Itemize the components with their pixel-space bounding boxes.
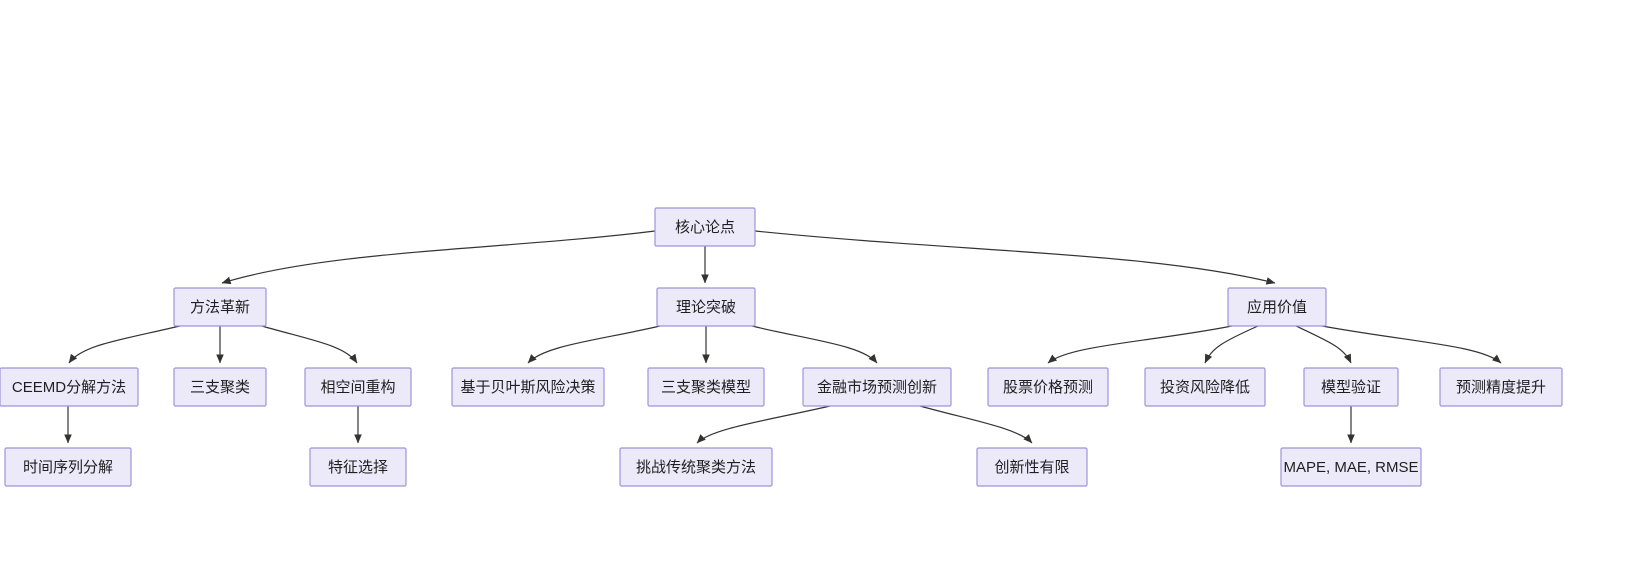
node-l3b1[interactable]: 基于贝叶斯风险决策 bbox=[451, 367, 605, 407]
edge-l2b-to-l3b3 bbox=[751, 325, 878, 364]
node-l3b3[interactable]: 金融市场预测创新 bbox=[802, 367, 952, 407]
node-l3b2[interactable]: 三支聚类模型 bbox=[647, 367, 765, 407]
node-l3a2[interactable]: 三支聚类 bbox=[173, 367, 267, 407]
edge-l2c-to-l3c3 bbox=[1295, 325, 1352, 364]
node-box-l4b3[interactable] bbox=[619, 447, 773, 487]
node-l4a3[interactable]: 特征选择 bbox=[309, 447, 407, 487]
node-l4c3[interactable]: MAPE, MAE, RMSE bbox=[1280, 447, 1422, 487]
node-l3a1[interactable]: CEEMD分解方法 bbox=[0, 367, 139, 407]
node-box-l3a3[interactable] bbox=[304, 367, 412, 407]
node-l4b3[interactable]: 挑战传统聚类方法 bbox=[619, 447, 773, 487]
nodes-layer: 核心论点方法革新 理论突破 应用价值 CEEMD分解方法三支聚类相空间重构基于贝叶斯风… bbox=[0, 207, 1563, 487]
edge-l2a-to-l3a3 bbox=[261, 325, 358, 364]
edge-l2b-to-l3b1 bbox=[527, 325, 661, 364]
edges-layer bbox=[64, 230, 1502, 444]
node-box-l4a3[interactable] bbox=[309, 447, 407, 487]
node-box-root[interactable] bbox=[654, 207, 756, 247]
node-box-l3b3[interactable] bbox=[802, 367, 952, 407]
node-box-l4b4[interactable] bbox=[976, 447, 1088, 487]
node-box-l3c2[interactable] bbox=[1144, 367, 1266, 407]
edge-l3b3-to-l4b3 bbox=[696, 405, 831, 444]
node-box-l2a[interactable] bbox=[173, 287, 267, 327]
node-l2a[interactable]: 方法革新 bbox=[173, 287, 267, 327]
node-box-l4a1[interactable] bbox=[4, 447, 132, 487]
node-l2c[interactable]: 应用价值 bbox=[1227, 287, 1327, 327]
edge-root-to-l2a bbox=[221, 230, 656, 285]
edge-l2a-to-l3a1 bbox=[68, 325, 181, 364]
node-l3c1[interactable]: 股票价格预测 bbox=[987, 367, 1109, 407]
node-l3c2[interactable]: 投资风险降低 bbox=[1144, 367, 1266, 407]
node-box-l3c3[interactable] bbox=[1303, 367, 1399, 407]
node-l3c3[interactable]: 模型验证 bbox=[1303, 367, 1399, 407]
edge-l2c-to-l3c2 bbox=[1204, 325, 1259, 364]
node-box-l3a1[interactable] bbox=[0, 367, 139, 407]
node-box-l4c3[interactable] bbox=[1280, 447, 1422, 487]
node-box-l3b2[interactable] bbox=[647, 367, 765, 407]
node-l3a3[interactable]: 相空间重构 bbox=[304, 367, 412, 407]
edge-l2c-to-l3c4 bbox=[1321, 325, 1502, 364]
edge-l2c-to-l3c1 bbox=[1047, 325, 1233, 364]
node-root[interactable]: 核心论点 bbox=[654, 207, 756, 247]
node-box-l3a2[interactable] bbox=[173, 367, 267, 407]
node-box-l3b1[interactable] bbox=[451, 367, 605, 407]
node-box-l2b[interactable] bbox=[656, 287, 756, 327]
edge-l3b3-to-l4b4 bbox=[919, 405, 1033, 444]
node-l4b4[interactable]: 创新性有限 bbox=[976, 447, 1088, 487]
node-l2b[interactable]: 理论突破 bbox=[656, 287, 756, 327]
node-box-l3c4[interactable] bbox=[1439, 367, 1563, 407]
node-l3c4[interactable]: 预测精度提升 bbox=[1439, 367, 1563, 407]
node-l4a1[interactable]: 时间序列分解 bbox=[4, 447, 132, 487]
node-box-l3c1[interactable] bbox=[987, 367, 1109, 407]
edge-root-to-l2c bbox=[754, 230, 1276, 285]
node-box-l2c[interactable] bbox=[1227, 287, 1327, 327]
